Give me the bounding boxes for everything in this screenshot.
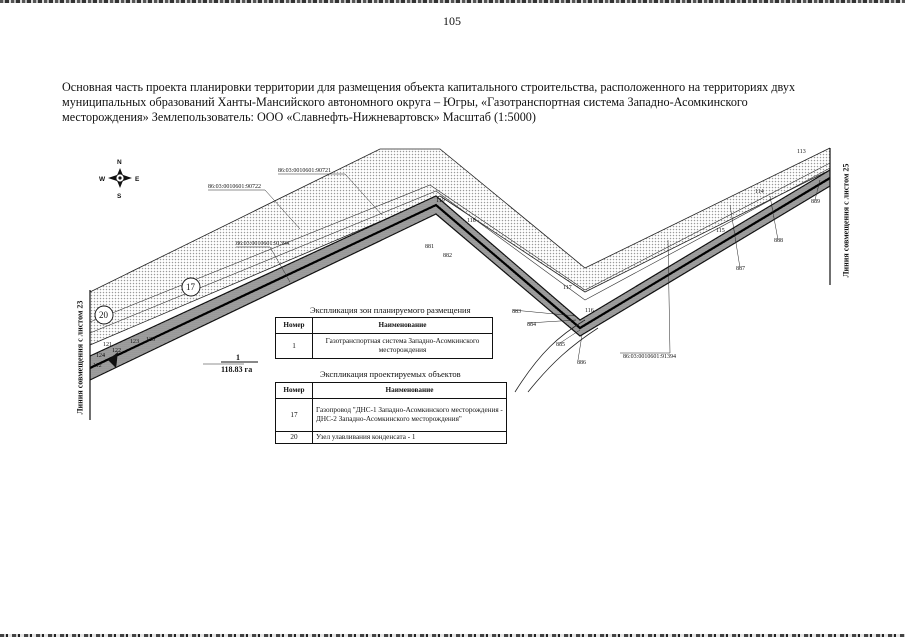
point-label: 119	[436, 198, 445, 204]
point-label: 120	[146, 337, 155, 343]
point-label: 114	[755, 189, 764, 195]
parcel-boundary	[89, 162, 831, 323]
legend-header: Наименование	[312, 382, 507, 399]
point-label: 116	[585, 308, 594, 314]
zone-number: 1	[236, 353, 240, 362]
point-label: 888	[774, 238, 783, 244]
heading-line: Основная часть проекта планировки террит…	[62, 80, 796, 94]
left-sheet-label: Линия совмещения с листом 23	[75, 300, 85, 415]
legend-row-name: Газопровод "ДНС-1 Западно-Асомкинского м…	[312, 398, 507, 432]
branch-road	[514, 319, 586, 393]
object-marker-number: 17	[186, 282, 196, 292]
south-label: S	[117, 193, 122, 200]
scan-bottom-edge	[0, 634, 905, 637]
legend-row-name: Газотранспортная система Западно-Асомкин…	[312, 333, 493, 359]
objects-legend-table: Номер Наименование 17 Газопровод "ДНС-1 …	[275, 382, 507, 444]
map-heading: Основная часть проекта планировки террит…	[62, 80, 852, 125]
point-label: 112	[93, 363, 102, 369]
page-number: 105	[443, 14, 461, 28]
zone-boundary-outer	[89, 147, 831, 293]
pipeline-axis	[89, 177, 831, 369]
point-label: 884	[527, 322, 536, 328]
parcel-label: 86:03:0010601:91394	[236, 241, 289, 247]
point-label: 889	[811, 199, 820, 205]
east-label: E	[135, 176, 140, 183]
parcel-boundary	[89, 167, 831, 334]
legend-header: Номер	[275, 382, 313, 399]
right-sheet-label: Линия совмещения с листом 25	[841, 163, 851, 278]
object-marker-20: 20	[94, 305, 114, 325]
object-marker-number: 20	[99, 310, 109, 320]
zone-area-label: 1 118.83 га	[221, 353, 258, 374]
zone-area-value: 118.83 га	[221, 365, 252, 374]
point-label: 881	[425, 244, 434, 250]
legend-row: 1 Газотранспортная система Западно-Асомк…	[275, 333, 493, 359]
point-label: 121	[103, 342, 112, 348]
corridor-edge	[89, 169, 831, 357]
legend-header-row: Номер Наименование	[275, 382, 507, 399]
legend-row: 17 Газопровод "ДНС-1 Западно-Асомкинског…	[275, 398, 507, 432]
point-label: 883	[512, 309, 521, 315]
parcel-label: 86:03:0010601:91394	[623, 354, 676, 360]
legend-header: Наименование	[312, 317, 493, 334]
planning-zone-band	[90, 148, 830, 345]
legend-row-number: 20	[275, 431, 313, 444]
heading-line: месторождения» Землепользователь: ООО «С…	[62, 110, 536, 124]
point-label: 885	[556, 342, 565, 348]
point-label: 117	[563, 285, 572, 291]
object-marker-17: 17	[181, 277, 201, 297]
corridor-edge	[89, 185, 831, 381]
objects-legend-caption: Экспликация проектируемых объектов	[320, 369, 461, 379]
branch-road	[527, 327, 599, 393]
north-arrow: N S E W	[99, 159, 140, 200]
point-label: 124	[96, 353, 105, 359]
west-label: W	[99, 176, 106, 183]
point-label: 115	[716, 228, 725, 234]
legend-row-number: 17	[275, 398, 313, 432]
scan-top-edge	[0, 0, 905, 3]
legend-row-number: 1	[275, 333, 313, 359]
parcel-label: 86:03:0010601:90722	[208, 184, 261, 190]
point-label: 886	[577, 360, 586, 366]
point-label: 882	[443, 253, 452, 259]
parcel-label: 86:03:0010601:90721	[278, 168, 331, 174]
leader-lines	[203, 173, 821, 365]
legend-header-row: Номер Наименование	[275, 317, 493, 334]
north-label: N	[117, 159, 122, 166]
point-label: 887	[736, 266, 745, 272]
point-label: 122	[112, 348, 121, 354]
point-label: 113	[797, 149, 806, 155]
point-label: 118	[467, 218, 476, 224]
legend-header: Номер	[275, 317, 313, 334]
legend-row-name: Узел улавливания конденсата - 1	[312, 431, 507, 444]
point-label: 123	[130, 339, 139, 345]
heading-line: муниципальных образований Ханты-Мансийск…	[62, 95, 748, 109]
legend-row: 20 Узел улавливания конденсата - 1	[275, 431, 507, 444]
facility-symbol	[108, 352, 118, 368]
zone-boundary-inner	[89, 169, 831, 346]
zones-legend-table: Номер Наименование 1 Газотранспортная си…	[275, 317, 493, 359]
zones-legend-caption: Экспликация зон планируемого размещения	[310, 305, 471, 315]
